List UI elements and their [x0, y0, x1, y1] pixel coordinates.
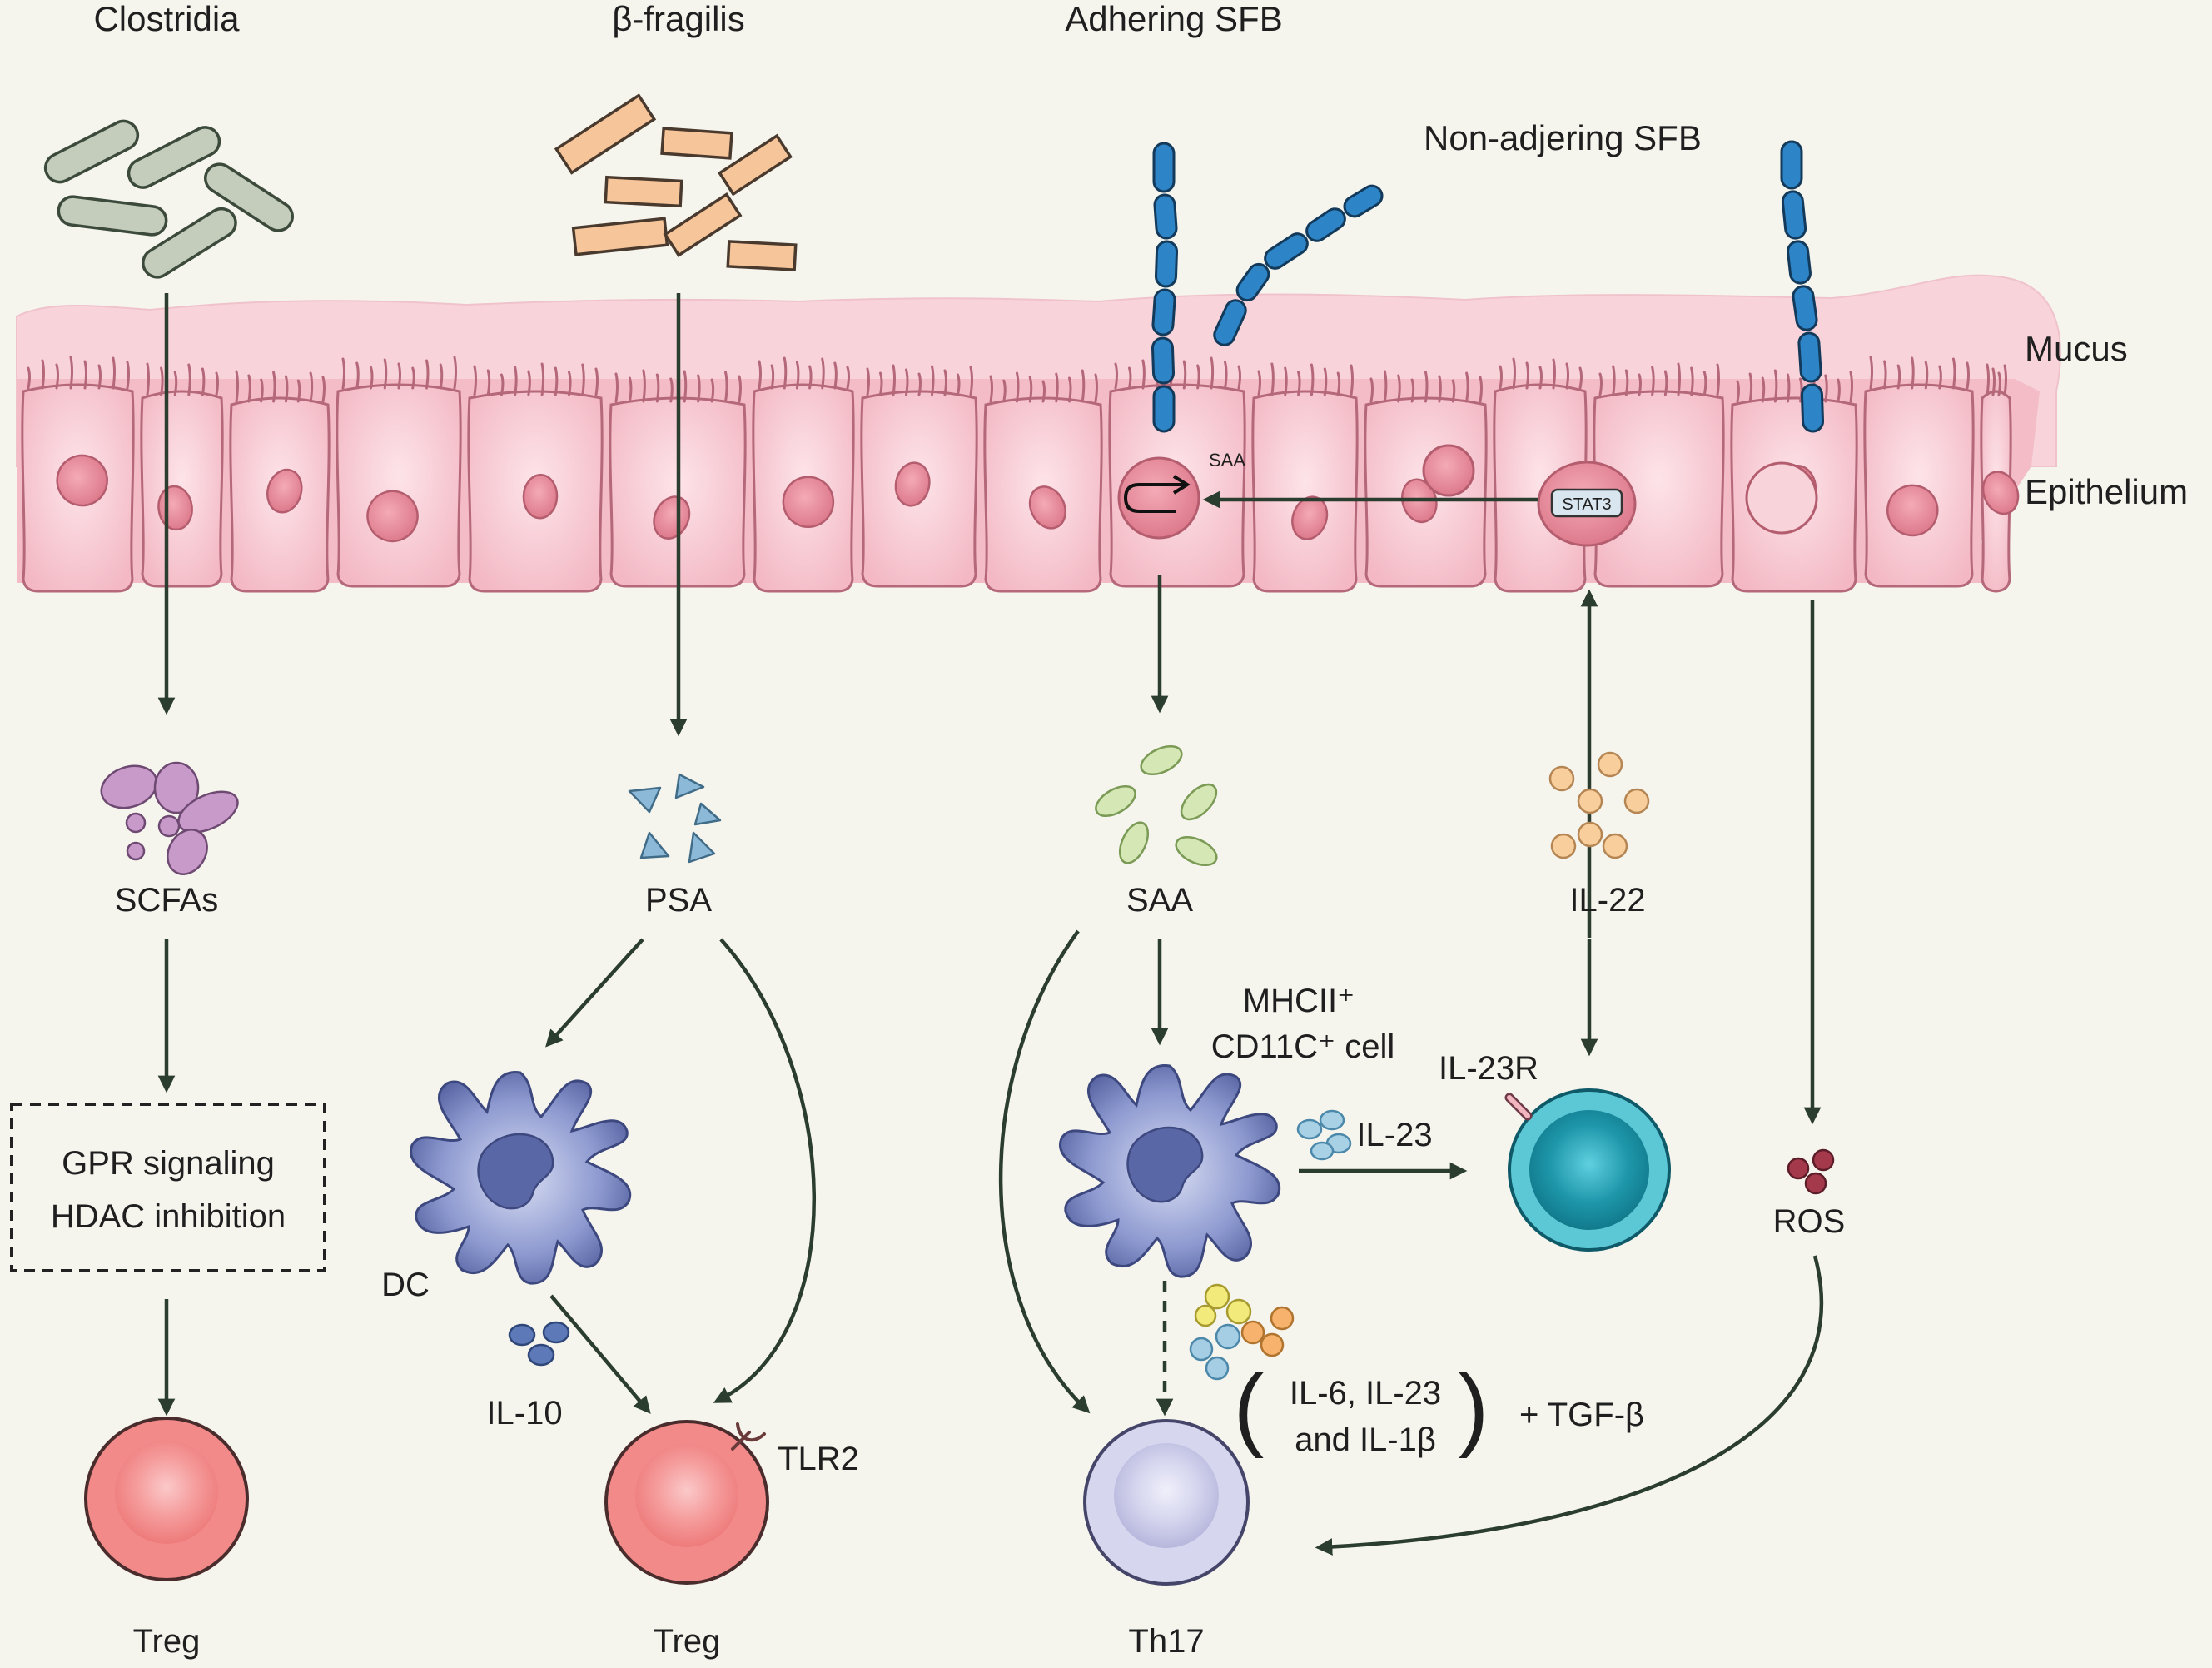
- dc-label: DC: [381, 1267, 430, 1303]
- tlr2-receptor: [731, 1422, 766, 1451]
- saa-label: SAA: [1126, 882, 1193, 919]
- psa-molecules: [628, 773, 722, 864]
- mhcii-label: MHCII⁺: [1243, 983, 1355, 1019]
- bfragilis-bacteria: [554, 93, 798, 271]
- cytokine-mix: [1189, 1283, 1295, 1381]
- close-paren: ): [1459, 1357, 1489, 1459]
- mhcii-cd11c-cell: [1058, 1063, 1281, 1278]
- arrows: [157, 293, 1824, 1556]
- stat3-label: STAT3: [1562, 495, 1611, 514]
- epithelium-layer: SAA STAT3: [17, 356, 2040, 593]
- il10-molecules: [508, 1321, 570, 1367]
- saa-molecules: [1095, 744, 1218, 867]
- il23r-label: IL-23R: [1439, 1050, 1538, 1087]
- cd11c-label: CD11C⁺ cell: [1211, 1028, 1394, 1065]
- tlr2-label: TLR2: [778, 1441, 859, 1477]
- tgf-label: + TGF-β: [1519, 1397, 1644, 1433]
- treg-cell-1: [84, 1417, 249, 1581]
- il23-molecules: [1296, 1109, 1352, 1161]
- treg-cell-2: [604, 1420, 769, 1585]
- il23r-receptor: [1504, 1093, 1533, 1121]
- ilc-cell: [1508, 1088, 1671, 1252]
- th17-label: Th17: [1128, 1623, 1204, 1660]
- il22-label: IL-22: [1569, 882, 1645, 919]
- il22-molecules: [1548, 751, 1650, 859]
- adhering-sfb-chain: [1151, 140, 1825, 433]
- treg-label-1: Treg: [133, 1623, 201, 1660]
- psa-label: PSA: [645, 882, 712, 919]
- mechanism-line1: GPR signaling: [62, 1145, 275, 1182]
- ros-label: ROS: [1773, 1203, 1846, 1240]
- adhering-sfb-label: Adhering SFB: [1065, 0, 1282, 38]
- open-paren: (: [1234, 1357, 1265, 1459]
- ros-molecules: [1787, 1148, 1835, 1195]
- epithelium-label: Epithelium: [2025, 472, 2188, 511]
- treg-label-2: Treg: [654, 1623, 721, 1660]
- epithelial-saa-label: SAA: [1209, 450, 1245, 471]
- mechanism-line2: HDAC inhibition: [51, 1198, 286, 1235]
- scfas-label: SCFAs: [115, 882, 218, 919]
- dc-cell: [409, 1070, 632, 1285]
- non-adhering-sfb-label: Non-adjering SFB: [1424, 118, 1702, 157]
- mucus-label: Mucus: [2025, 329, 2128, 368]
- scfas-molecules: [100, 761, 239, 875]
- mechanism-box: [10, 1103, 326, 1272]
- il23-label: IL-23: [1356, 1117, 1432, 1153]
- cytokines-line1: IL-6, IL-23: [1290, 1375, 1441, 1412]
- cytokines-line2: and IL-1β: [1295, 1422, 1436, 1458]
- bfragilis-label: β-fragilis: [612, 0, 745, 38]
- il10-label: IL-10: [486, 1395, 562, 1431]
- clostridia-label: Clostridia: [93, 0, 240, 38]
- clostridia-bacteria: [43, 119, 294, 279]
- th17-cell: [1083, 1419, 1250, 1586]
